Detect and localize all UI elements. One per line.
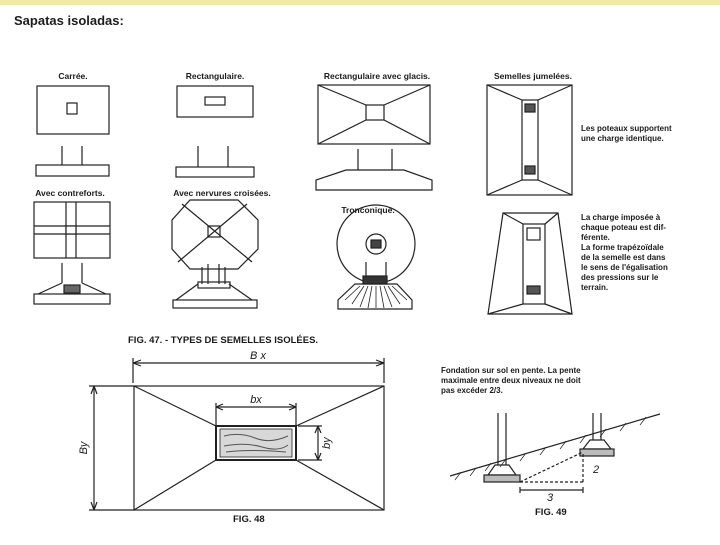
note-jumelees-2g: des pressions sur le xyxy=(581,273,659,282)
carree-footing xyxy=(35,85,110,177)
tronconique-footing xyxy=(336,204,416,310)
jumelees-trapeze-footing xyxy=(487,212,573,315)
note-jumelees-2c: férente. xyxy=(581,233,610,242)
fig49-text-3: pas excéder 2/3. xyxy=(441,386,503,395)
fig49-rise-label: 2 xyxy=(592,464,599,476)
jumelees-footing xyxy=(486,84,573,196)
fig49-run-label: 3 xyxy=(547,492,554,504)
label-tronconique: Tronconique. xyxy=(341,205,394,215)
fig48-bx-outer-label: B x xyxy=(250,350,266,362)
fig49-caption: FIG. 49 xyxy=(535,507,567,518)
note-jumelees-1a: Les poteaux supportent xyxy=(581,124,672,133)
contreforts-footing xyxy=(33,201,111,305)
fig49-slope-section xyxy=(449,413,661,493)
label-contreforts: Avec contreforts. xyxy=(35,188,105,198)
fig49-text-2: maximale entre deux niveaux ne doit xyxy=(441,376,581,385)
label-rectangulaire: Rectangulaire. xyxy=(186,71,245,81)
glacis-footing xyxy=(315,84,433,191)
fig48-by-outer-label: By xyxy=(78,440,90,454)
fig48-by-inner-label: by xyxy=(321,436,333,449)
slide-title: Sapatas isoladas: xyxy=(14,13,124,28)
note-jumelees-2f: le sens de l'égalisation xyxy=(581,263,668,272)
note-jumelees-2a: La charge imposée à xyxy=(581,213,661,222)
fig49-text-1: Fondation sur sol en pente. La pente xyxy=(441,366,581,375)
label-nervures: Avec nervures croisées. xyxy=(173,188,271,198)
fig47-caption: FIG. 47. - TYPES DE SEMELLES ISOLÉES. xyxy=(128,335,318,346)
fig48-plan xyxy=(89,358,385,511)
fig48-caption: FIG. 48 xyxy=(233,514,265,525)
note-jumelees-2d: La forme trapézoïdale xyxy=(581,243,664,252)
top-accent-bar xyxy=(0,0,720,5)
note-jumelees-2h: terrain. xyxy=(581,283,608,292)
label-carree: Carrée. xyxy=(58,71,87,81)
label-rect-glacis: Rectangulaire avec glacis. xyxy=(324,71,430,81)
nervures-footing xyxy=(171,199,259,309)
label-jumelees: Semelles jumelées. xyxy=(494,71,572,81)
note-jumelees-1b: une charge identique. xyxy=(581,134,664,143)
fig48-bx-inner-label: bx xyxy=(250,394,262,406)
note-jumelees-2b: chaque poteau est dif- xyxy=(581,223,666,232)
rectangulaire-footing xyxy=(175,85,255,178)
note-jumelees-2e: de la semelle est dans xyxy=(581,253,666,262)
